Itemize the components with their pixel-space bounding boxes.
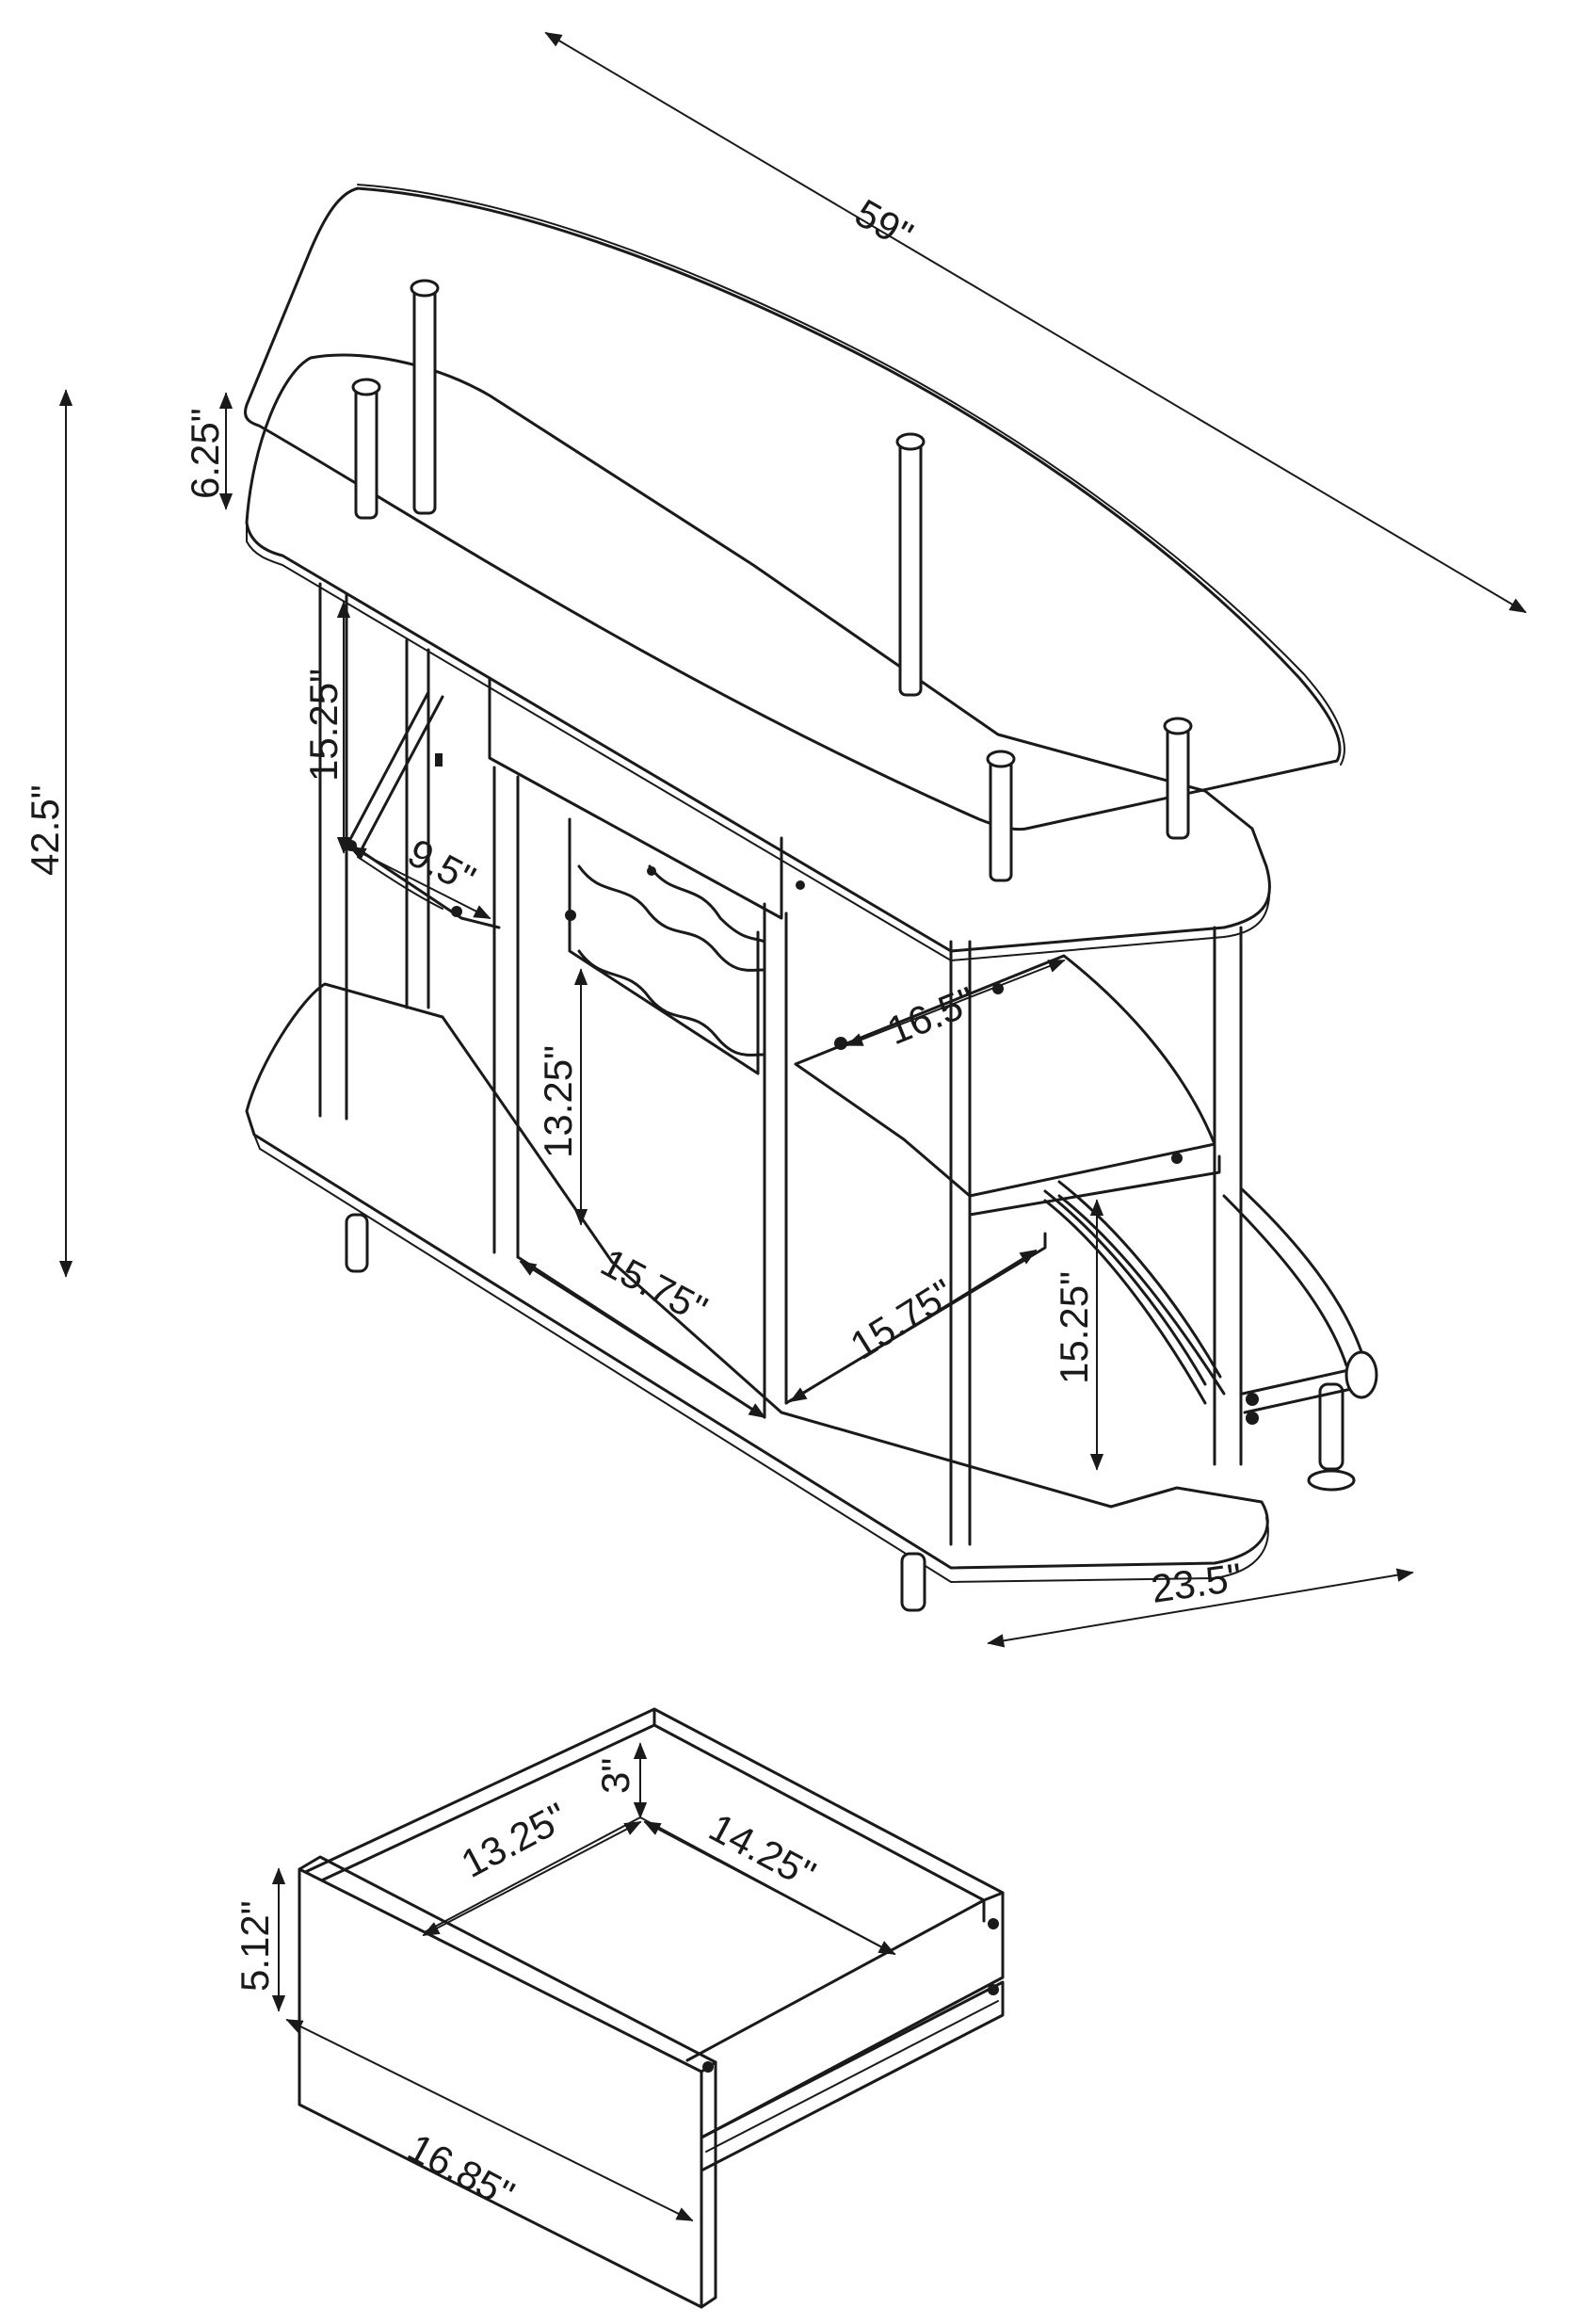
foot-right (1318, 1382, 1345, 1471)
leg-left-rear (405, 638, 430, 1009)
glass-support-posts (351, 279, 1193, 882)
corner-glass-shelf (794, 954, 1216, 1198)
dim-lower-shelf-clearance: 15.25" (1052, 1271, 1096, 1384)
dim-cubby-depth: 15.75" (843, 1270, 962, 1367)
dim-corner-shelf-depth: 16.5" (881, 978, 982, 1054)
drawer-drawing (298, 1707, 1005, 2309)
base-plate (245, 982, 1269, 1570)
lower-shelf-arc (1043, 1194, 1226, 1405)
dim-drawer-front-height: 5.12" (233, 1900, 277, 1992)
center-partition-left (492, 766, 520, 1259)
dim-side-opening-height: 15.25" (301, 669, 346, 782)
wine-rack (565, 817, 766, 1075)
side-shelf-left (346, 690, 501, 929)
dim-drawer-depth: 3" (593, 1758, 637, 1794)
foot-rail (1043, 1180, 1222, 1386)
leg-right-rear (1213, 926, 1243, 1466)
foot-front (900, 1552, 926, 1612)
drawer-dimension-lines (271, 1742, 896, 2221)
dimension-lines (58, 32, 1527, 1648)
drawer-front-panel (298, 1867, 703, 2309)
dim-top-riser: 6.25" (183, 408, 227, 499)
dim-overall-height: 42.5" (23, 784, 67, 876)
drawer-opening-face (488, 676, 783, 920)
bar-unit-drawing (244, 184, 1378, 1612)
foot-left (345, 1213, 369, 1273)
dim-side-shelf-depth: 9.5" (401, 830, 483, 901)
main-top-shelf (245, 353, 1271, 953)
dim-drawer-inner-width: 13.25" (454, 1794, 574, 1886)
leg-right-front (949, 940, 972, 1546)
dim-wine-cubby-height: 13.25" (536, 1045, 580, 1158)
